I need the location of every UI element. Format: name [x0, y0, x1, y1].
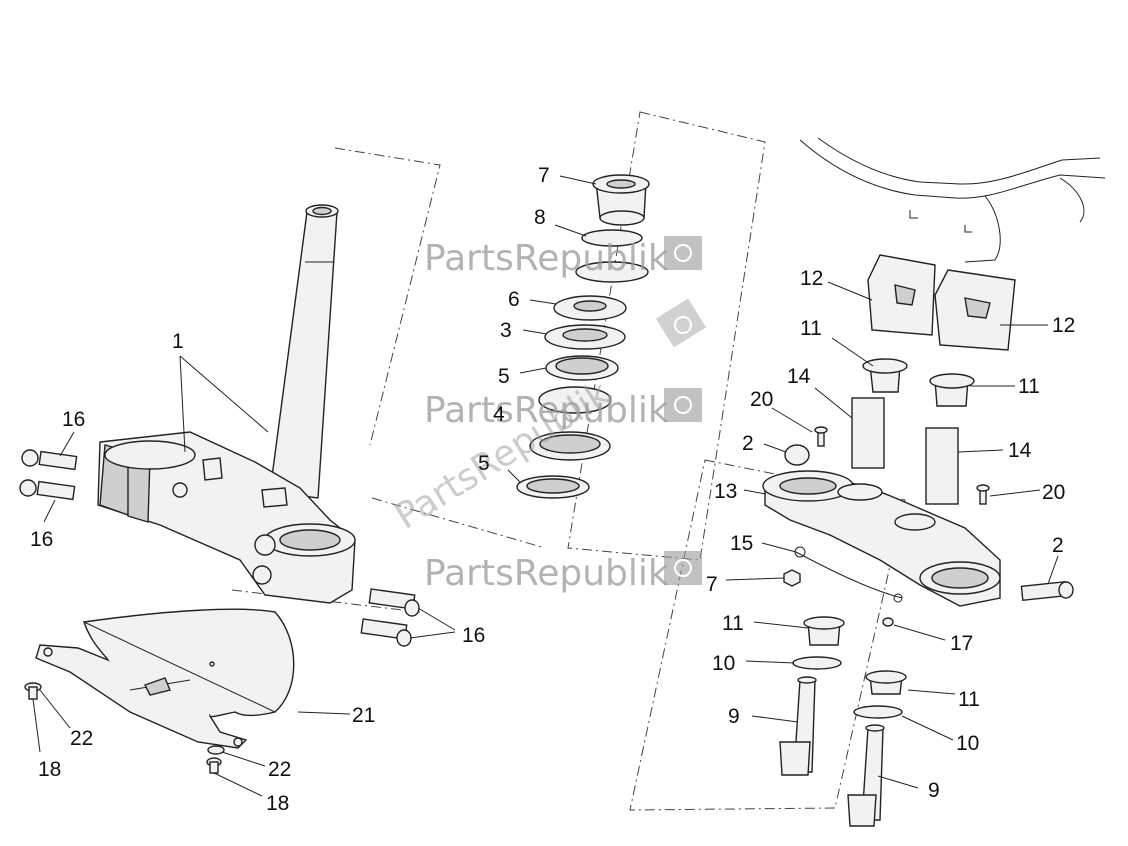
bearing-stack: [516, 174, 650, 499]
steering-stem-assembly: [97, 204, 356, 604]
callout-17: 17: [950, 632, 973, 655]
gear-flag-icon: [664, 388, 702, 422]
handlebar: [799, 137, 1106, 263]
gear-flag-icon: [664, 236, 702, 270]
callout-21: 21: [352, 704, 375, 727]
callout-5: 5: [498, 365, 510, 388]
callout-14: 14: [1008, 439, 1032, 462]
callout-13: 13: [714, 480, 737, 503]
callout-3: 3: [500, 319, 512, 342]
callout-5: 5: [478, 452, 490, 475]
callout-14: 14: [787, 365, 811, 388]
callout-12: 12: [800, 267, 823, 290]
watermark-text: PartsRepublik: [424, 553, 669, 594]
callout-2: 2: [1052, 534, 1064, 557]
callout-9: 9: [728, 705, 740, 728]
callout-labels: 1 16 16 16 21 22 18 22 18 7 8 6 3 5 4 5 …: [30, 164, 1075, 815]
callout-10: 10: [712, 652, 735, 675]
gear-flag-icon: [664, 551, 702, 585]
gear-flag-icon: [655, 298, 707, 348]
callout-11: 11: [958, 688, 980, 711]
callout-11: 11: [722, 612, 744, 635]
upper-yoke-assembly: [762, 254, 1074, 827]
callout-4: 4: [493, 403, 505, 426]
callout-12: 12: [1052, 314, 1075, 337]
watermark-text: PartsRepublik: [424, 390, 669, 431]
callout-16: 16: [62, 408, 85, 431]
callout-22: 22: [70, 727, 93, 750]
callout-16: 16: [462, 624, 485, 647]
callout-1: 1: [172, 330, 184, 353]
callout-20: 20: [1042, 481, 1065, 504]
callout-11: 11: [1018, 375, 1040, 398]
callout-18: 18: [266, 792, 289, 815]
callout-8: 8: [534, 206, 546, 229]
callout-11: 11: [800, 317, 822, 340]
callout-6: 6: [508, 288, 520, 311]
callout-10: 10: [956, 732, 979, 755]
callout-15: 15: [730, 532, 753, 555]
callout-9: 9: [928, 779, 940, 802]
callout-22: 22: [268, 758, 291, 781]
leader-lines: [32, 175, 1059, 797]
bolts-16-left: [19, 449, 78, 501]
guard-21: [35, 608, 295, 749]
callout-2: 2: [742, 432, 754, 455]
watermark-text: PartsRepublik: [424, 238, 669, 279]
callout-20: 20: [750, 388, 773, 411]
callout-7: 7: [706, 573, 718, 596]
callout-7: 7: [538, 164, 550, 187]
callout-16: 16: [30, 528, 53, 551]
callout-18: 18: [38, 758, 61, 781]
watermark-group: PartsRepublik PartsRepublik PartsRepubli…: [388, 236, 707, 594]
bolts-16-lower: [360, 588, 420, 647]
